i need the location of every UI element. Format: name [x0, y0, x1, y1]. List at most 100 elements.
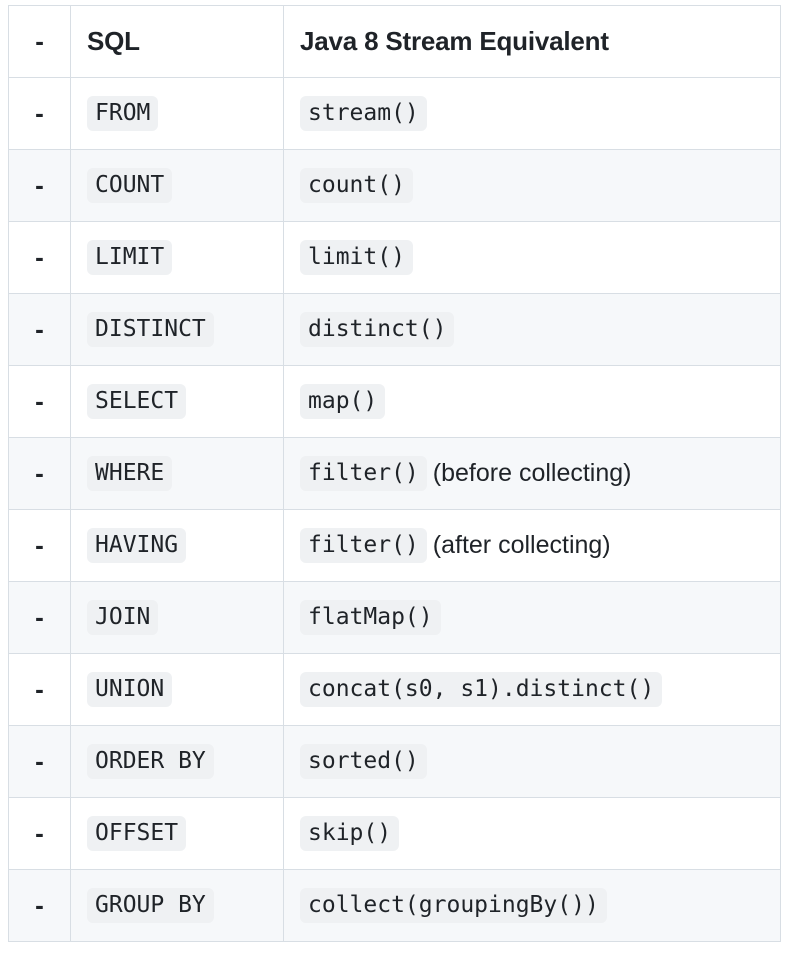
table-row: - LIMIT limit() — [8, 221, 781, 294]
dash-icon: - — [35, 602, 44, 632]
column-header-marker: - — [8, 5, 71, 78]
java-equivalent-cell: collect(groupingBy()) — [283, 869, 781, 942]
column-header-sql: SQL — [70, 5, 284, 78]
sql-keyword-chip: ORDER BY — [87, 743, 214, 780]
column-header-java: Java 8 Stream Equivalent — [283, 5, 781, 78]
table-row: - UNION concat(s0, s1).distinct() — [8, 653, 781, 726]
java-cell-content: skip() — [300, 815, 764, 852]
java-cell-content: filter()(after collecting) — [300, 527, 764, 564]
java-equivalent-cell: distinct() — [283, 293, 781, 366]
dash-icon: - — [35, 818, 44, 848]
table-row: - SELECT map() — [8, 365, 781, 438]
dash-icon: - — [35, 386, 44, 416]
dash-icon: - — [35, 746, 44, 776]
sql-keyword-cell: FROM — [70, 77, 284, 150]
table-row: - DISTINCT distinct() — [8, 293, 781, 366]
row-marker-cell: - — [8, 509, 71, 582]
sql-keyword-chip: HAVING — [87, 527, 187, 564]
table-row: -HAVING filter()(after collecting) — [8, 509, 781, 582]
java-equivalent-cell: concat(s0, s1).distinct() — [283, 653, 781, 726]
java-method-chip: concat(s0, s1).distinct() — [300, 671, 663, 708]
sql-keyword-chip: SELECT — [87, 383, 187, 420]
dash-icon: - — [35, 170, 44, 200]
java-cell-content: distinct() — [300, 311, 764, 348]
sql-keyword-cell: COUNT — [70, 149, 284, 222]
java-cell-content: map() — [300, 383, 764, 420]
java-equivalent-cell: skip() — [283, 797, 781, 870]
dash-icon: - — [35, 314, 44, 344]
dash-icon: - — [35, 890, 44, 920]
java-equivalent-cell: filter()(before collecting) — [283, 437, 781, 510]
java-method-chip: sorted() — [300, 743, 427, 780]
java-equivalent-cell: stream() — [283, 77, 781, 150]
sql-keyword-chip: OFFSET — [87, 815, 187, 852]
sql-keyword-cell: JOIN — [70, 581, 284, 654]
sql-keyword-chip: LIMIT — [87, 239, 173, 276]
row-marker-cell: - — [8, 149, 71, 222]
row-marker-cell: - — [8, 725, 71, 798]
java-equivalent-cell: flatMap() — [283, 581, 781, 654]
row-marker-cell: - — [8, 221, 71, 294]
row-marker-cell: - — [8, 437, 71, 510]
java-method-note: (before collecting) — [432, 458, 632, 487]
table-row: - FROM stream() — [8, 77, 781, 150]
table-row: - GROUP BY collect(groupingBy()) — [8, 869, 781, 942]
sql-keyword-chip: WHERE — [87, 455, 173, 492]
sql-keyword-cell: OFFSET — [70, 797, 284, 870]
row-marker-cell: - — [8, 869, 71, 942]
java-cell-content: filter()(before collecting) — [300, 455, 764, 492]
java-equivalent-cell: filter()(after collecting) — [283, 509, 781, 582]
sql-keyword-cell: LIMIT — [70, 221, 284, 294]
sql-keyword-chip: DISTINCT — [87, 311, 214, 348]
java-method-chip: filter() — [300, 455, 427, 492]
table-header-row: - SQL Java 8 Stream Equivalent — [8, 5, 781, 78]
sql-keyword-cell: SELECT — [70, 365, 284, 438]
sql-keyword-cell: DISTINCT — [70, 293, 284, 366]
sql-keyword-chip: COUNT — [87, 167, 173, 204]
table-row: - ORDER BY sorted() — [8, 725, 781, 798]
table-row: -JOIN flatMap() — [8, 581, 781, 654]
java-method-chip: stream() — [300, 95, 427, 132]
table-row: - COUNT count() — [8, 149, 781, 222]
java-method-chip: distinct() — [300, 311, 455, 348]
dash-icon: - — [35, 458, 44, 488]
java-method-chip: limit() — [300, 239, 413, 276]
dash-icon: - — [35, 26, 44, 56]
sql-keyword-cell: WHERE — [70, 437, 284, 510]
dash-icon: - — [35, 98, 44, 128]
java-cell-content: count() — [300, 167, 764, 204]
java-method-chip: filter() — [300, 527, 427, 564]
dash-icon: - — [35, 674, 44, 704]
java-cell-content: stream() — [300, 95, 764, 132]
row-marker-cell: - — [8, 797, 71, 870]
table-header: - SQL Java 8 Stream Equivalent — [8, 5, 781, 78]
table-row: - WHERE filter()(before collecting) — [8, 437, 781, 510]
java-method-chip: count() — [300, 167, 413, 204]
row-marker-cell: - — [8, 365, 71, 438]
java-method-note: (after collecting) — [432, 530, 611, 559]
sql-keyword-cell: ORDER BY — [70, 725, 284, 798]
java-cell-content: limit() — [300, 239, 764, 276]
sql-keyword-cell: GROUP BY — [70, 869, 284, 942]
java-method-chip: collect(groupingBy()) — [300, 887, 607, 924]
java-cell-content: concat(s0, s1).distinct() — [300, 671, 764, 708]
row-marker-cell: - — [8, 653, 71, 726]
row-marker-cell: - — [8, 77, 71, 150]
java-cell-content: flatMap() — [300, 599, 764, 636]
sql-keyword-chip: GROUP BY — [87, 887, 214, 924]
java-method-chip: skip() — [300, 815, 400, 852]
table-row: - OFFSET skip() — [8, 797, 781, 870]
java-cell-content: collect(groupingBy()) — [300, 887, 764, 924]
java-equivalent-cell: map() — [283, 365, 781, 438]
java-equivalent-cell: sorted() — [283, 725, 781, 798]
sql-to-stream-table: - SQL Java 8 Stream Equivalent - FROM stre… — [8, 5, 781, 942]
sql-keyword-cell: HAVING — [70, 509, 284, 582]
sql-keyword-chip: FROM — [87, 95, 159, 132]
java-method-chip: flatMap() — [300, 599, 441, 636]
java-equivalent-cell: limit() — [283, 221, 781, 294]
dash-icon: - — [35, 242, 44, 272]
sql-keyword-chip: UNION — [87, 671, 173, 708]
row-marker-cell: - — [8, 293, 71, 366]
row-marker-cell: - — [8, 581, 71, 654]
